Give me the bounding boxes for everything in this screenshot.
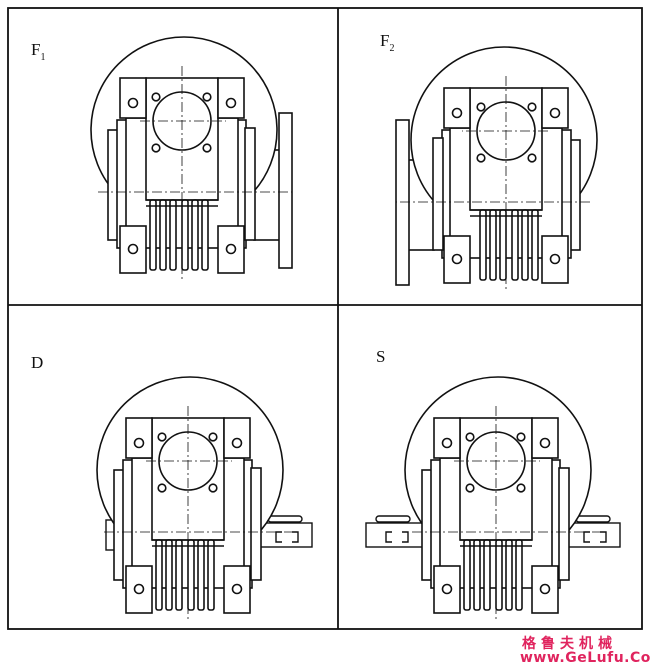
gearbox-d xyxy=(96,376,313,623)
label-s: S xyxy=(376,347,385,366)
watermark-chinese: 格鲁夫机械 xyxy=(522,636,617,652)
panel-f1: F1 xyxy=(31,36,293,283)
watermark-url: www.GeLufu.Com xyxy=(520,650,650,666)
panel-frame xyxy=(7,7,643,630)
gearbox-f2 xyxy=(395,46,598,293)
gearbox-f1 xyxy=(90,36,293,283)
label-d: D xyxy=(31,353,43,372)
gearbox-s xyxy=(365,376,621,623)
panel-f2: F2 xyxy=(380,31,598,293)
panel-s: S xyxy=(365,347,621,623)
panel-d: D xyxy=(31,353,313,623)
label-f2: F2 xyxy=(380,31,394,54)
label-f1: F1 xyxy=(31,40,45,63)
